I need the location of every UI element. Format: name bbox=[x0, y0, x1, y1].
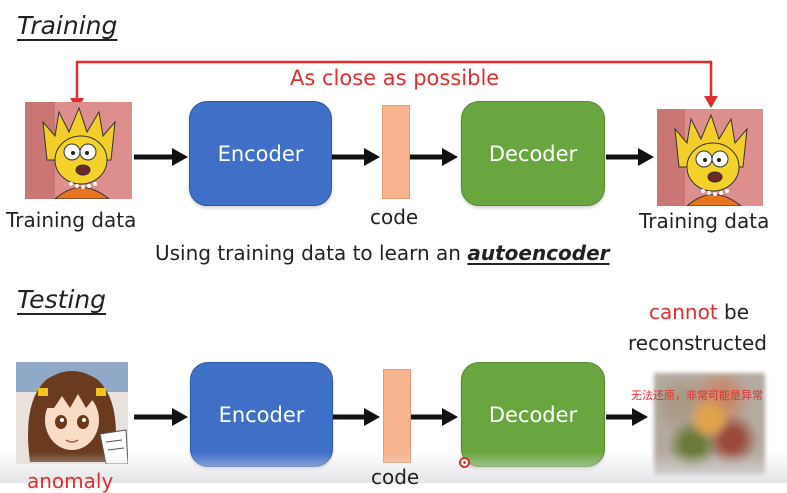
testing-code-label: code bbox=[371, 465, 420, 489]
training-caption: Using training data to learn an autoenco… bbox=[155, 241, 610, 265]
training-output-image bbox=[657, 109, 763, 206]
training-flow-arrows bbox=[134, 148, 654, 166]
training-title: Training bbox=[17, 11, 118, 40]
training-code-box bbox=[382, 105, 410, 199]
caption-emphasis: autoencoder bbox=[467, 241, 610, 265]
feedback-label: As close as possible bbox=[290, 66, 500, 90]
cannot-word: cannot bbox=[649, 300, 718, 324]
training-encoder-label: Encoder bbox=[217, 141, 304, 166]
training-output-label: Training data bbox=[639, 209, 770, 233]
training-input-image bbox=[25, 102, 132, 199]
training-input-label: Training data bbox=[6, 208, 137, 232]
caption-prefix: Using training data to learn an bbox=[155, 241, 468, 265]
testing-input-image bbox=[16, 362, 128, 464]
testing-code-box bbox=[383, 369, 411, 463]
cursor-indicator bbox=[459, 457, 470, 468]
training-encoder-block: Encoder bbox=[189, 101, 332, 206]
testing-title: Testing bbox=[17, 285, 107, 314]
testing-output-note-line1: cannot be bbox=[649, 300, 749, 324]
training-decoder-label: Decoder bbox=[488, 141, 578, 166]
be-word: be bbox=[717, 300, 750, 324]
bottom-fade-overlay bbox=[0, 452, 787, 483]
testing-encoder-label: Encoder bbox=[218, 402, 305, 427]
testing-decoder-label: Decoder bbox=[488, 402, 578, 427]
testing-input-label: anomaly bbox=[27, 469, 114, 493]
training-decoder-block: Decoder bbox=[461, 101, 605, 206]
training-code-label: code bbox=[370, 205, 419, 229]
testing-flow-arrows bbox=[134, 408, 648, 426]
testing-output-note-line2: reconstructed bbox=[628, 331, 767, 355]
testing-decoder-block: Decoder bbox=[461, 362, 605, 467]
testing-annotation-cn: 无法还原，非常可能是异常 bbox=[631, 389, 763, 402]
